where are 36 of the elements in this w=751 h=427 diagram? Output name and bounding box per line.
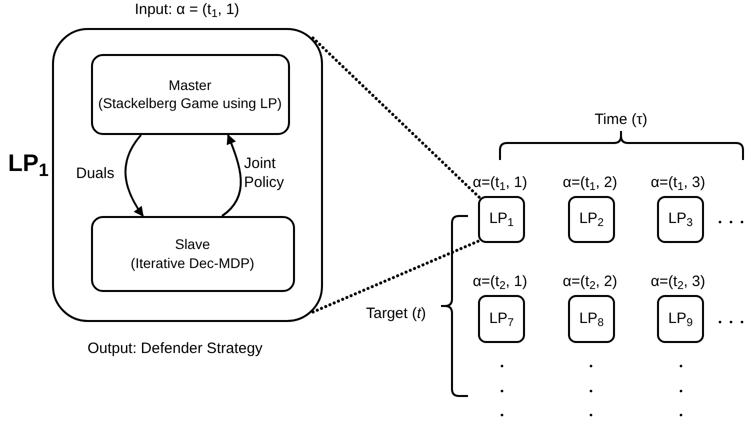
box-title: Slave xyxy=(174,235,210,254)
axis-label: Time (τ) xyxy=(594,111,648,128)
lp-box xyxy=(478,295,525,343)
process-box xyxy=(90,216,294,292)
box-title: LP$_{3}$ xyxy=(668,209,693,231)
box-title: Master xyxy=(168,76,212,94)
lp-box xyxy=(568,196,615,243)
box-heading: LP$_{1}$ xyxy=(8,149,49,182)
box-subtitle: (Iterative Dec-MDP) xyxy=(130,254,254,272)
lp-box xyxy=(657,196,704,243)
box-title: LP$_{8}$ xyxy=(579,308,604,330)
node-label: α=(t$_{1}$, 1) xyxy=(472,174,528,191)
node-label: Input: α = (t$_{1}$, 1) xyxy=(134,1,240,18)
edge-label: Duals xyxy=(76,165,116,184)
dotted-connector xyxy=(312,238,482,314)
node-label: α=(t$_{2}$, 1) xyxy=(472,273,528,290)
arrow xyxy=(124,134,144,217)
arrow xyxy=(221,134,242,217)
box-title: LP$_{2}$ xyxy=(579,209,604,231)
box-title: LP$_{1}$ xyxy=(489,209,514,231)
lp-box xyxy=(657,295,704,343)
node-label: α=(t$_{2}$, 3) xyxy=(650,273,706,290)
process-box xyxy=(90,54,290,134)
container-box xyxy=(52,28,323,322)
node-label: α=(t$_{2}$, 2) xyxy=(562,273,618,290)
box-title: LP$_{7}$ xyxy=(489,308,514,330)
node-label: α=(t$_{1}$, 2) xyxy=(562,174,618,191)
axis-label: Target (t) xyxy=(366,305,426,322)
box-subtitle: (Stackelberg Game using LP) xyxy=(98,94,282,112)
box-title: LP$_{9}$ xyxy=(668,308,693,330)
node-label: Output: Defender Strategy xyxy=(87,340,263,357)
dotted-connector xyxy=(312,36,482,200)
lp-box xyxy=(478,196,525,243)
lp-box xyxy=(568,295,615,343)
edge-label: Joint Policy xyxy=(244,155,286,192)
node-label: α=(t$_{1}$, 3) xyxy=(650,174,706,191)
